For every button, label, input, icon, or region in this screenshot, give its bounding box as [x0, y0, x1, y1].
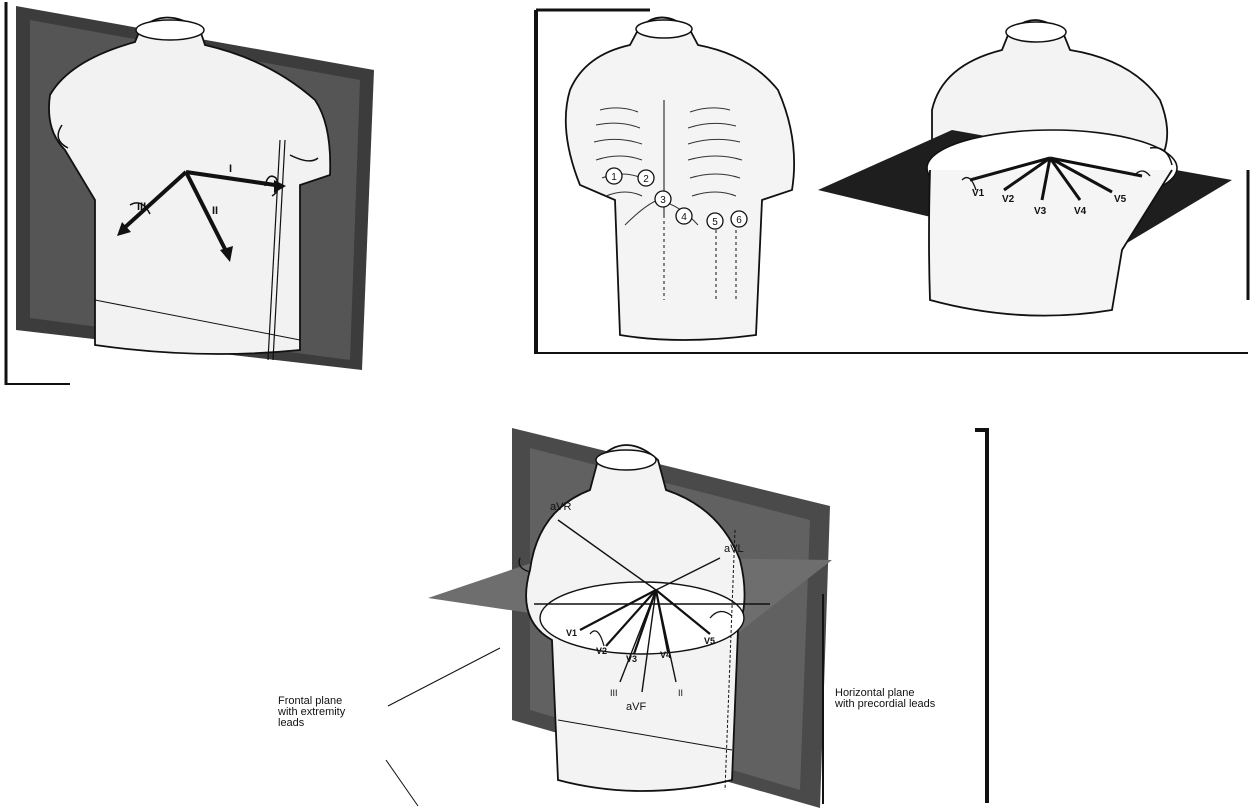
torso-outline	[566, 18, 794, 341]
electrode-label-2: 2	[643, 174, 649, 185]
lead-label-v4: V4	[660, 650, 671, 660]
lead-label-avl: aVL	[724, 543, 744, 555]
caption-line: leads	[278, 718, 345, 729]
lead-label-v5: V5	[1114, 194, 1127, 205]
lead-label-v2: V2	[1002, 194, 1015, 205]
caption-line: with precordial leads	[835, 699, 935, 710]
lead-label-v1: V1	[972, 188, 985, 199]
leader-lines	[380, 640, 510, 808]
electrode-label-3: 3	[660, 195, 666, 206]
lead-label-ii: II	[212, 205, 218, 217]
electrode-label-6: 6	[736, 215, 742, 226]
electrode-label-4: 4	[681, 212, 687, 223]
bracket-line	[822, 594, 824, 804]
bracket-line	[985, 428, 989, 803]
lead-label-avr: aVR	[550, 501, 571, 513]
lead-label-v1: V1	[566, 628, 577, 638]
lead-label-ii: II	[678, 688, 683, 698]
caption-frontal-plane: Frontal plane with extremity leads	[278, 696, 345, 729]
electrode-label-5: 5	[712, 217, 718, 228]
lead-label-i: I	[229, 163, 232, 175]
caption-horizontal-plane: Horizontal plane with precordial leads	[835, 688, 935, 710]
lead-label-v3: V3	[626, 654, 637, 664]
horizontal-plane-figure: V1 V2 V3 V4 V5	[812, 0, 1255, 360]
lead-label-iii: III	[137, 201, 146, 213]
lead-label-v2: V2	[596, 646, 607, 656]
lead-label-iii: III	[610, 688, 618, 698]
lead-label-v4: V4	[1074, 206, 1087, 217]
lead-label-v5: V5	[704, 636, 715, 646]
lead-label-avf: aVF	[626, 701, 646, 713]
frontal-plane-figure: I II III	[0, 0, 380, 390]
chest-electrode-figure: 1 2 3 4 5 6	[530, 0, 820, 360]
electrode-label-1: 1	[611, 172, 617, 183]
lead-label-v3: V3	[1034, 206, 1047, 217]
